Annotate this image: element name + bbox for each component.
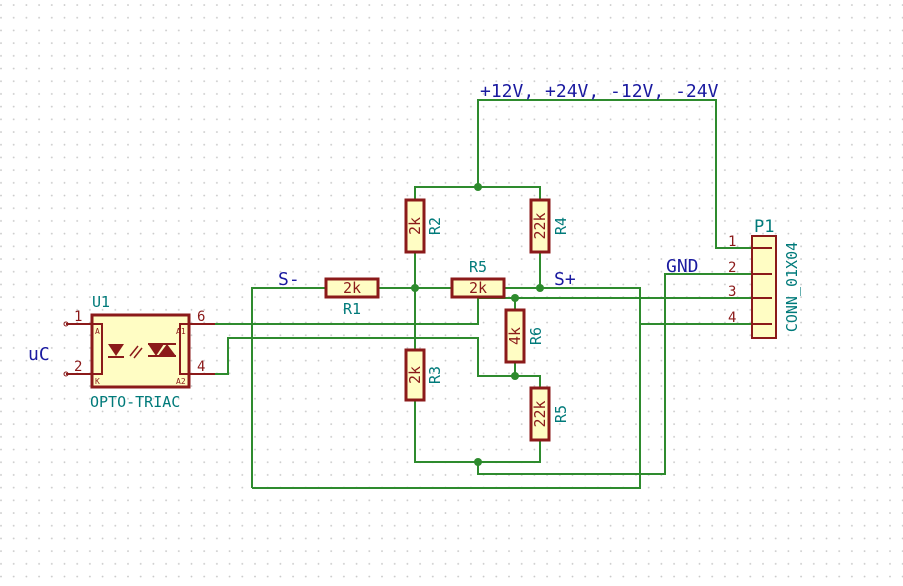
net-label-s-minus: S- xyxy=(278,269,300,290)
light-arrow-icon xyxy=(129,345,139,357)
resistor-r5b-body[interactable] xyxy=(529,386,551,442)
wire-gnd[interactable] xyxy=(477,273,752,475)
resistor-r1-body[interactable] xyxy=(324,277,380,299)
p1-pin1-number: 1 xyxy=(728,234,736,250)
r5b-value: 22k xyxy=(531,400,549,427)
u1-pin4-number: 4 xyxy=(197,359,205,375)
r3-value: 2k xyxy=(406,366,424,384)
resistor-r4-body[interactable] xyxy=(529,198,551,254)
u1-pin6-number: 6 xyxy=(197,309,205,325)
junctions xyxy=(411,183,544,466)
r3-ref: R3 xyxy=(426,366,444,384)
r2-value: 2k xyxy=(406,217,424,235)
wire-supply[interactable] xyxy=(477,99,752,249)
resistor-r3-body[interactable] xyxy=(404,348,426,402)
u1-led-triangle-icon xyxy=(108,344,124,356)
r4-ref: R4 xyxy=(552,217,570,235)
junction-dot xyxy=(411,284,419,292)
resistor-r1[interactable]: 2k R1 xyxy=(324,277,380,318)
opto-triac-u1[interactable]: A K A1 A2 1 2 6 4 U1 OPTO-TRIAC xyxy=(63,293,215,411)
junction-dot xyxy=(511,372,519,380)
junction-dot xyxy=(474,183,482,191)
u1-pin-a2-label: A2 xyxy=(176,377,186,386)
u1-triac-triangle-icon xyxy=(148,344,164,356)
p1-pin2-number: 2 xyxy=(728,260,736,276)
u1-pin1-number: 1 xyxy=(74,309,82,325)
u1-triac-triangle2-icon xyxy=(158,344,176,356)
resistor-r3[interactable]: 2k R3 xyxy=(404,348,444,402)
light-arrow-icon xyxy=(133,347,143,359)
r1-ref: R1 xyxy=(343,300,361,318)
connector-p1[interactable]: 1 2 3 4 P1 CONN_01X04 xyxy=(728,217,801,339)
r5a-value: 2k xyxy=(469,279,487,297)
resistor-r6-body[interactable] xyxy=(504,308,526,364)
net-label-s-plus: S+ xyxy=(554,269,576,290)
p1-ref: P1 xyxy=(754,217,774,237)
resistor-r2[interactable]: 2k R2 xyxy=(404,198,444,254)
p1-value: CONN_01X04 xyxy=(783,242,801,332)
junction-dot xyxy=(474,458,482,466)
p1-body[interactable] xyxy=(751,235,777,339)
r6-value: 4k xyxy=(506,327,524,345)
u1-pin2-end xyxy=(63,371,69,377)
net-label-gnd: GND xyxy=(666,256,699,277)
u1-pin-k-label: K xyxy=(95,377,100,386)
resistor-r2-body[interactable] xyxy=(404,198,426,254)
r2-ref: R2 xyxy=(426,217,444,235)
wire-opto-a2[interactable] xyxy=(215,337,515,377)
net-label-supply: +12V, +24V, -12V, -24V xyxy=(480,81,719,102)
wire-s-minus[interactable] xyxy=(251,287,326,488)
u1-pin-a1-label: A1 xyxy=(176,327,186,336)
u1-led-lead xyxy=(92,323,103,375)
wire-r6-r5b[interactable] xyxy=(514,362,541,388)
resistor-r5-22k[interactable]: 22k R5 xyxy=(529,386,570,442)
junction-dot xyxy=(511,294,519,302)
r4-value: 22k xyxy=(531,212,549,239)
u1-value: OPTO-TRIAC xyxy=(90,393,180,411)
junction-dot xyxy=(536,284,544,292)
resistor-r5a-body[interactable] xyxy=(450,277,506,299)
u1-pin-a-label: A xyxy=(95,327,100,336)
wires xyxy=(215,99,752,489)
wire-s-plus-loop[interactable] xyxy=(252,287,641,489)
r5a-ref: R5 xyxy=(469,258,487,276)
resistor-r5-2k[interactable]: 2k R5 xyxy=(450,258,506,299)
r5b-ref: R5 xyxy=(552,405,570,423)
r1-value: 2k xyxy=(343,279,361,297)
p1-pin3-number: 3 xyxy=(728,284,736,300)
resistor-r6[interactable]: 4k R6 xyxy=(504,308,545,364)
r6-ref: R6 xyxy=(527,327,545,345)
u1-pin1-end xyxy=(63,321,69,327)
u1-triac-lead xyxy=(179,323,189,375)
resistor-r4[interactable]: 22k R4 xyxy=(529,198,570,254)
u1-ref: U1 xyxy=(92,293,110,311)
net-label-uc: uC xyxy=(28,344,50,365)
p1-pin4-number: 4 xyxy=(728,310,736,326)
u1-pin2-number: 2 xyxy=(74,359,82,375)
